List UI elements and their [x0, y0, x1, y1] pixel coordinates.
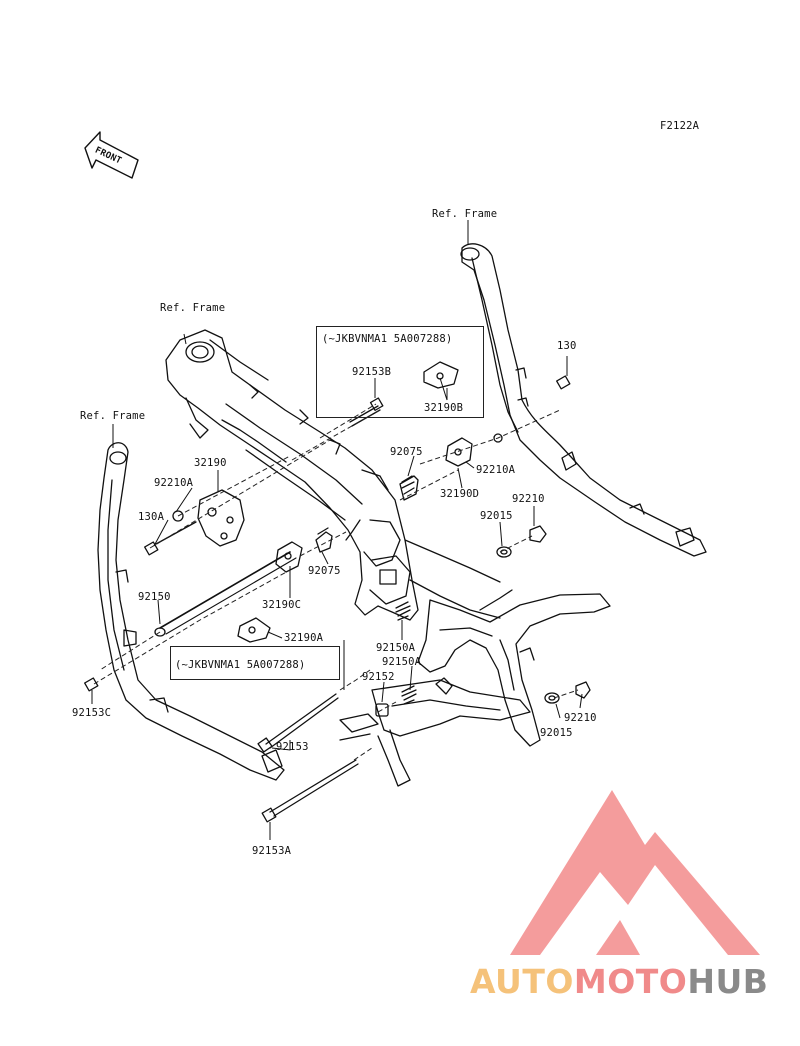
part-130a: 130A: [138, 511, 165, 523]
serial-note-upper: (~JKBVNMA1 5A007288): [322, 333, 453, 345]
part-92153a: 92153A: [252, 845, 292, 857]
dashed-leaders: [93, 403, 579, 761]
part-130: 130: [557, 340, 577, 352]
ref-frame-left: Ref. Frame: [80, 410, 146, 422]
part-92153c: 92153C: [72, 707, 112, 719]
ref-frame-top: Ref. Frame: [432, 208, 498, 220]
part-32190d: 32190D: [440, 488, 480, 500]
part-92153b: 92153B: [352, 366, 392, 378]
front-arrow-icon: [84, 131, 139, 179]
part-92152: 92152: [362, 671, 395, 683]
part-92075-left: 92075: [308, 565, 341, 577]
part-92015-bottom: 92015: [540, 727, 573, 739]
bolts-and-rods: [154, 397, 384, 823]
diagram-code: F2122A: [660, 120, 700, 132]
brackets: [84, 361, 591, 717]
note-box-lower: [170, 646, 340, 680]
part-92075-right: 92075: [390, 446, 423, 458]
part-92150: 92150: [138, 591, 171, 603]
watermark-text: AUTOMOTOHUB: [470, 962, 768, 1002]
part-32190: 32190: [194, 457, 227, 469]
part-32190a: 32190A: [284, 632, 324, 644]
part-92153: 92153: [276, 741, 309, 753]
part-92210-bottom: 92210: [564, 712, 597, 724]
part-92210-right: 92210: [512, 493, 545, 505]
part-92015-right: 92015: [480, 510, 513, 522]
part-32190b: 32190B: [424, 402, 464, 414]
left-frame-rail: [97, 442, 285, 781]
part-32190c: 32190C: [262, 599, 302, 611]
part-92210a-left: 92210A: [154, 477, 194, 489]
solid-leaders: [91, 220, 583, 840]
part-92150a-upper: 92150A: [376, 642, 416, 654]
main-frame-body: [165, 329, 501, 621]
part-92150a-lower: 92150A: [382, 656, 422, 668]
rear-cradle: [339, 589, 611, 787]
watermark-moto: MOTO: [573, 962, 688, 1001]
ref-frame-mid: Ref. Frame: [160, 302, 226, 314]
part-92210a-right: 92210A: [476, 464, 516, 476]
serial-note-lower: (~JKBVNMA1 5A007288): [175, 659, 306, 671]
note-box-upper: [316, 326, 484, 418]
watermark-hub: HUB: [687, 962, 769, 1001]
watermark-auto: AUTO: [470, 962, 574, 1001]
right-frame-rail: [460, 243, 707, 557]
